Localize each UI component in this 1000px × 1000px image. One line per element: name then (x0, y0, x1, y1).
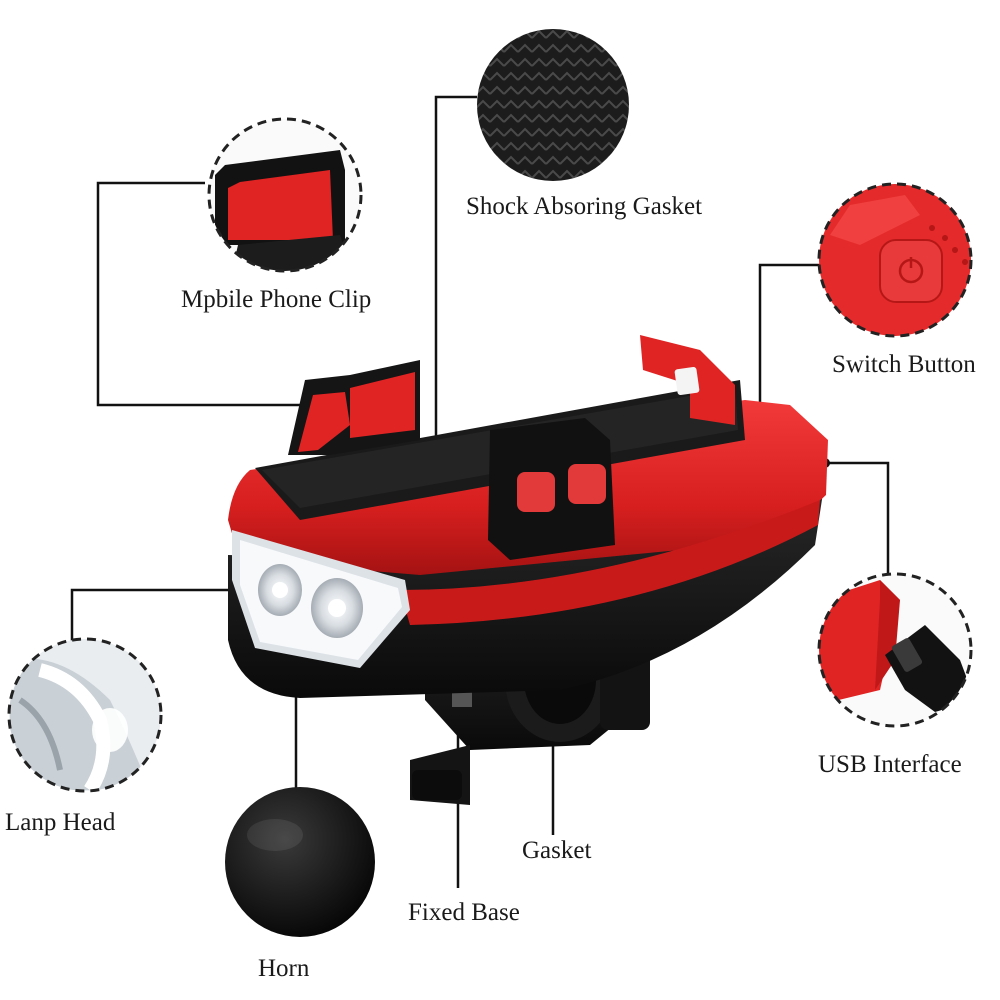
label-shock-gasket: Shock Absoring Gasket (466, 193, 703, 220)
light-body (228, 335, 828, 698)
leader-shock-gasket (434, 95, 477, 452)
label-fixed-base: Fixed Base (408, 899, 520, 926)
leader-usb-interface (825, 461, 890, 577)
callout-usb-interface (817, 572, 973, 728)
callout-lamp-head (7, 637, 163, 793)
label-phone-clip: Mpbile Phone Clip (181, 286, 372, 313)
label-lamp-head: Lanp Head (5, 809, 116, 836)
callout-horn (225, 787, 375, 937)
callout-shock-gasket (477, 29, 629, 181)
label-horn: Horn (258, 955, 310, 982)
label-usb-interface: USB Interface (818, 751, 962, 778)
leader-switch-button (758, 263, 820, 412)
leader-lamp-head (70, 588, 290, 645)
callout-switch-button (817, 182, 973, 338)
leader-phone-clip (96, 181, 345, 407)
label-switch-button: Switch Button (832, 351, 976, 378)
label-gasket: Gasket (522, 837, 592, 864)
callout-phone-clip (207, 117, 363, 273)
